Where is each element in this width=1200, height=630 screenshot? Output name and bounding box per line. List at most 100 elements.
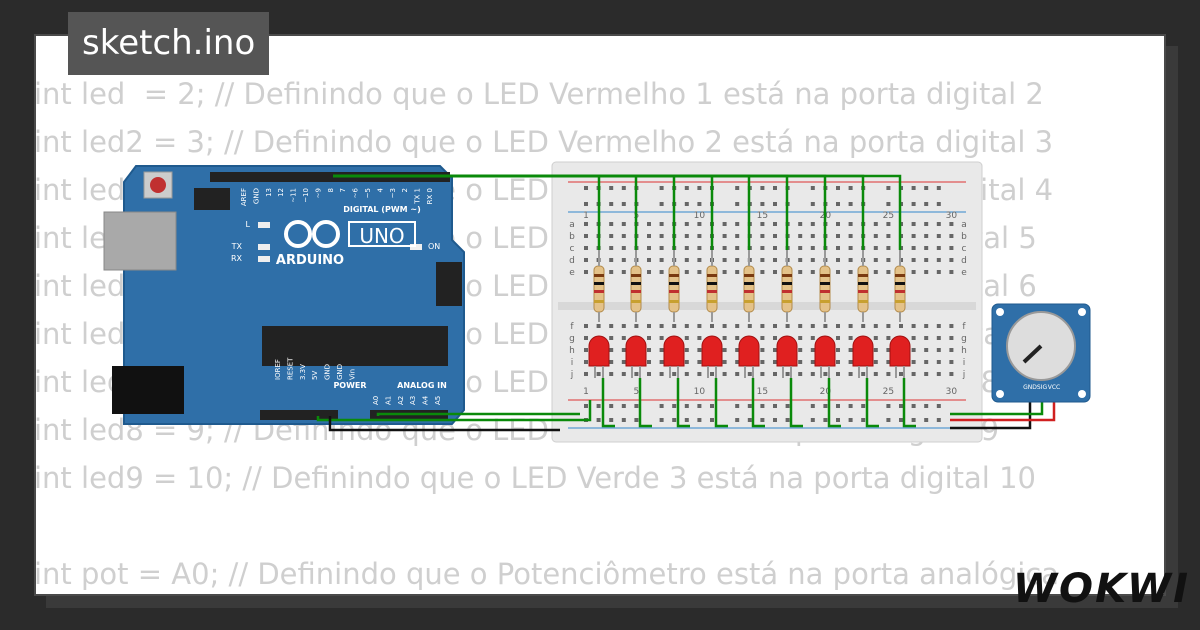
digital-pin-label: ~11 — [290, 188, 298, 203]
file-tab[interactable]: sketch.ino — [68, 12, 270, 75]
resistor — [593, 265, 605, 313]
board-led-label: L — [246, 220, 251, 229]
power-pin-label: 3.3V — [299, 364, 307, 380]
column-number: 25 — [883, 387, 894, 397]
digital-pin-label: GND — [252, 188, 260, 204]
resistor — [894, 265, 906, 313]
resistor — [706, 265, 718, 313]
ground-wire — [827, 378, 841, 428]
pot-pin-label: GND — [1023, 384, 1037, 391]
power-pin-label: GND — [336, 364, 344, 380]
row-letter: h — [961, 346, 967, 356]
digital-pin-label: 7 — [339, 188, 347, 192]
icsp-header — [194, 188, 230, 210]
code-line: int pot = A0; // Definindo que o Potenci… — [34, 557, 1060, 591]
row-letter: i — [571, 358, 574, 368]
resistor — [668, 265, 680, 313]
column-number: 30 — [946, 387, 958, 397]
pot-pin-label: VCC — [1048, 384, 1060, 391]
red-led — [588, 335, 610, 367]
row-letter: c — [962, 244, 967, 254]
power-jack — [112, 366, 184, 414]
column-number: 30 — [946, 211, 958, 221]
digital-pin-label: AREF — [240, 188, 248, 206]
analog-pin-label: A0 — [372, 396, 380, 405]
ground-wire — [676, 378, 690, 428]
red-led — [852, 335, 874, 367]
power-pin-label: IOREF — [274, 359, 282, 380]
digital-header-label: DIGITAL (PWM ~) — [343, 205, 421, 214]
row-letter: g — [569, 334, 575, 344]
analog-pin-label: A1 — [384, 396, 392, 405]
resistor — [857, 265, 869, 313]
digital-pin-label: 4 — [376, 187, 384, 192]
analog-header-label: ANALOG IN — [397, 381, 447, 390]
digital-pin-label: ~6 — [352, 187, 360, 198]
wires — [316, 174, 1056, 432]
row-letter: b — [961, 232, 967, 242]
digital-pin-label: TX 1 — [414, 188, 422, 205]
digital-pin-label: 2 — [401, 188, 409, 192]
analog-wire — [376, 412, 580, 416]
gnd-wire — [328, 416, 560, 432]
row-letter: a — [569, 220, 575, 230]
digital-pin-label: 8 — [327, 188, 335, 192]
ground-wire — [789, 378, 803, 428]
pot-gnd-wire — [950, 394, 1032, 430]
analog-pin-label: A3 — [409, 396, 417, 405]
row-letter: g — [961, 334, 967, 344]
pot-pin-label: SIG — [1037, 384, 1048, 391]
row-letter: e — [961, 268, 967, 278]
icsp2-header — [436, 262, 462, 306]
power-pin-label: GND — [324, 364, 332, 380]
analog-pin-label: A5 — [434, 396, 442, 405]
digital-pin-label: ~5 — [364, 188, 372, 198]
digital-pin-label: ~10 — [302, 188, 310, 203]
red-led — [625, 335, 647, 367]
row-letter: f — [570, 322, 574, 332]
wokwi-logo: WOKWI — [1012, 566, 1190, 612]
column-number: 25 — [883, 211, 894, 221]
resistor — [743, 265, 755, 313]
red-led — [814, 335, 836, 367]
row-letter: i — [963, 358, 966, 368]
red-led — [701, 335, 723, 367]
board-led-label: RX — [231, 254, 243, 263]
board-led-label: TX — [231, 242, 243, 251]
row-letter: j — [962, 370, 966, 380]
digital-pin-label: RX 0 — [426, 188, 434, 204]
resistor — [819, 265, 831, 313]
code-line: int led9 = 10; // Definindo que o LED Ve… — [34, 461, 1036, 495]
row-letter: d — [961, 256, 967, 266]
row-letter: e — [569, 268, 575, 278]
digital-pin-label: ~9 — [314, 188, 322, 198]
red-led — [738, 335, 760, 367]
column-number: 1 — [583, 387, 589, 397]
column-number: 20 — [820, 387, 832, 397]
ground-wire — [601, 378, 615, 428]
pot-vcc-wire — [950, 394, 1056, 422]
ground-wire — [902, 378, 916, 428]
power-pin-label: 5V — [311, 371, 319, 380]
digital-header — [210, 172, 450, 182]
power-header-label: POWER — [333, 381, 366, 390]
column-number: 15 — [757, 387, 768, 397]
signal-wire — [333, 174, 902, 250]
led-resistor-array — [588, 250, 911, 378]
column-number: 10 — [694, 387, 706, 397]
column-number: 1 — [583, 211, 589, 221]
power-pin-label: RESET — [286, 357, 294, 380]
knob-indicator — [1022, 344, 1043, 364]
column-number: 15 — [757, 211, 768, 221]
usb-connector — [103, 211, 177, 271]
ground-wire — [638, 378, 652, 428]
model-name: UNO — [359, 224, 404, 248]
ground-wire — [714, 378, 728, 428]
atmega-chip — [262, 326, 448, 366]
row-letter: j — [570, 370, 574, 380]
row-letter: h — [569, 346, 575, 356]
